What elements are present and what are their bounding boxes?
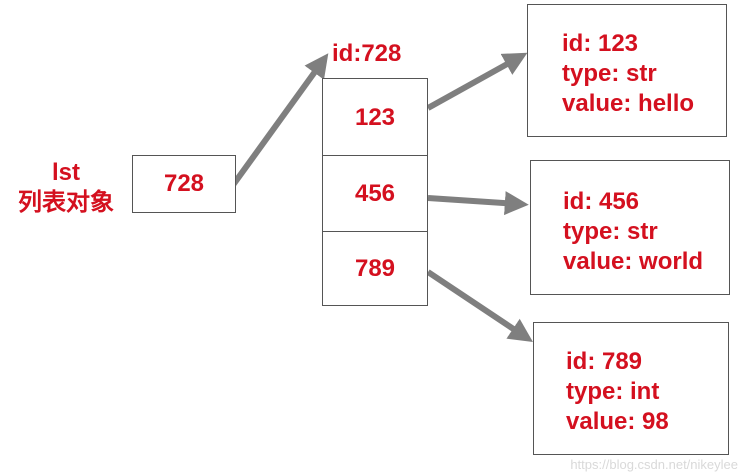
list-cell-value: 123 [354, 103, 396, 131]
list-id-label: id:728 [332, 40, 402, 67]
variable-name: lst [51, 159, 80, 186]
list-cell: 789 [322, 231, 428, 306]
object-value: value: 98 [566, 408, 669, 435]
variable-label: lst 列表对象 [8, 158, 124, 218]
watermark: https://blog.csdn.net/nikeylee [570, 457, 738, 472]
object-value: value: hello [562, 90, 695, 117]
object-id: id: 123 [562, 30, 639, 57]
object-id: id: 456 [563, 188, 640, 215]
arrow-var-to-list [230, 53, 329, 187]
variable-value: 728 [163, 170, 205, 197]
object-box: id: 456 type: str value: world [530, 160, 730, 295]
list-cell: 456 [322, 155, 428, 233]
object-box: id: 123 type: str value: hello [527, 4, 727, 137]
arrow-456-to-object [427, 191, 529, 216]
object-value: value: world [563, 248, 704, 275]
object-type: type: str [563, 218, 658, 245]
arrow-789-to-object [426, 269, 533, 342]
object-type: type: str [562, 60, 657, 87]
list-cell-value: 789 [354, 254, 396, 282]
object-id: id: 789 [566, 348, 643, 375]
variable-caption: 列表对象 [18, 189, 114, 216]
variable-value-box: 728 [132, 155, 236, 213]
list-cell: 123 [322, 78, 428, 157]
object-box: id: 789 type: int value: 98 [533, 322, 729, 455]
list-cell-value: 456 [354, 180, 396, 207]
arrow-123-to-object [426, 52, 528, 111]
object-type: type: int [566, 378, 660, 405]
